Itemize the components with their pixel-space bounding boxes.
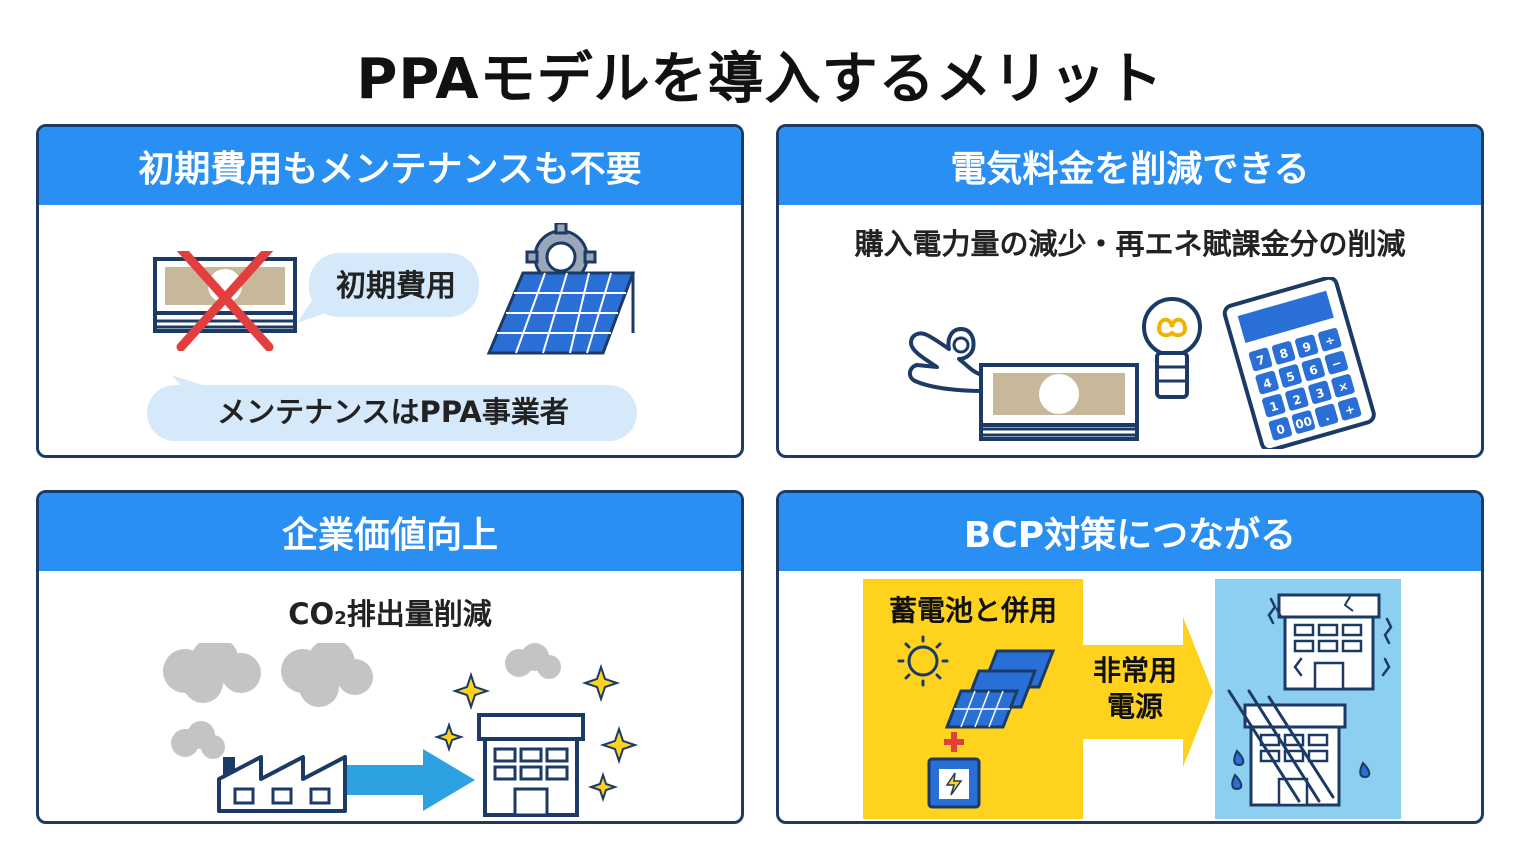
co2-subtitle-suffix: 排出量削減 [346,597,492,631]
panel-bcp-header: BCP対策につながる [779,493,1481,571]
panel-electricity-header: 電気料金を削減できる [779,127,1481,205]
maintenance-bubble-shape [147,375,637,441]
calc-key-label: 4 [1261,376,1273,392]
calc-key-label: ÷ [1323,332,1337,348]
light-bulb-icon [1142,297,1202,399]
calc-key [1301,357,1325,381]
calc-key-label: − [1330,356,1344,372]
page-title: PPAモデルを導入するメリット [356,47,1164,112]
ok-hand-money-icon [908,327,1139,441]
improvement-arrow [347,749,475,811]
crossed-money-icon [153,251,297,351]
panel-initial-cost-body: 初期費用 [39,205,741,455]
emergency-power-arrow [1083,617,1213,767]
panel-corporate-value-body: CO2排出量削減 [39,571,741,821]
calc-key [1248,347,1273,372]
co2-subtitle-sub: 2 [334,608,347,629]
panel-corporate-value-header: 企業価値向上 [39,493,741,571]
panel-initial-cost-header: 初期費用もメンテナンスも不要 [39,127,741,205]
calc-key [1337,397,1362,421]
calc-key-label: 6 [1308,362,1320,378]
disaster-box [1215,579,1401,819]
disaster-buildings-icon [1227,593,1393,807]
co2-subtitle: CO2排出量削減 [39,591,741,633]
calc-key-label: 9 [1301,339,1313,355]
calc-key [1318,327,1342,352]
electricity-subtitle: 購入電力量の減少・再エネ賦課金分の削減 [854,227,1406,261]
calc-key-label: × [1336,379,1350,395]
initial-cost-bubble-text: 初期費用 [336,269,456,304]
calc-key [1278,364,1302,388]
factory-smoke-icon [163,643,373,813]
calc-key-label: 8 [1278,346,1290,362]
calc-key-label: 3 [1314,385,1326,401]
solar-battery-icon [897,635,1056,809]
panel-bcp: BCP対策につながる 蓄電池と併用 [776,490,1484,824]
battery-combo-box: 蓄電池と併用 [863,579,1083,819]
calc-key-label: 00 [1294,414,1314,432]
co2-subtitle-prefix: CO [288,597,335,631]
calc-key [1268,417,1293,441]
calc-key [1271,341,1296,365]
battery-combo-label: 蓄電池と併用 [888,594,1057,627]
sparkling-building-icon [433,643,639,817]
calc-key [1291,410,1316,434]
calc-key [1285,387,1309,411]
calc-key [1314,403,1339,428]
calc-key-label: 7 [1255,353,1267,369]
calc-key-label: 2 [1291,392,1303,408]
solar-panel-gear-icon [486,223,636,355]
calc-key-label: + [1343,402,1357,418]
calc-key [1255,370,1279,395]
calc-key-label: . [1323,409,1331,424]
emergency-power-label-line1: 非常用 [1092,654,1177,687]
maintenance-bubble-text: メンテナンスはPPA事業者 [217,395,569,429]
panel-electricity: 電気料金を削減できる 購入電力量の減少・再エネ賦課金分の削減 [776,124,1484,458]
speech-bubble-shape [297,253,479,323]
calc-key-label: 5 [1285,369,1297,385]
calc-key [1295,334,1319,358]
calc-key [1331,374,1355,398]
calc-key [1262,393,1286,418]
panel-bcp-body: 蓄電池と併用 [779,571,1481,821]
calc-key [1324,351,1349,375]
calc-key-label: 1 [1268,399,1280,415]
calc-key [1308,380,1332,405]
emergency-power-label-line2: 電源 [1106,690,1163,723]
panel-initial-cost: 初期費用もメンテナンスも不要 初期費用 [36,124,744,458]
panel-corporate-value: 企業価値向上 CO2排出量削減 [36,490,744,824]
calc-key-label: 0 [1275,422,1287,438]
emergency-power-label: 非常用 電源 [1083,653,1187,725]
